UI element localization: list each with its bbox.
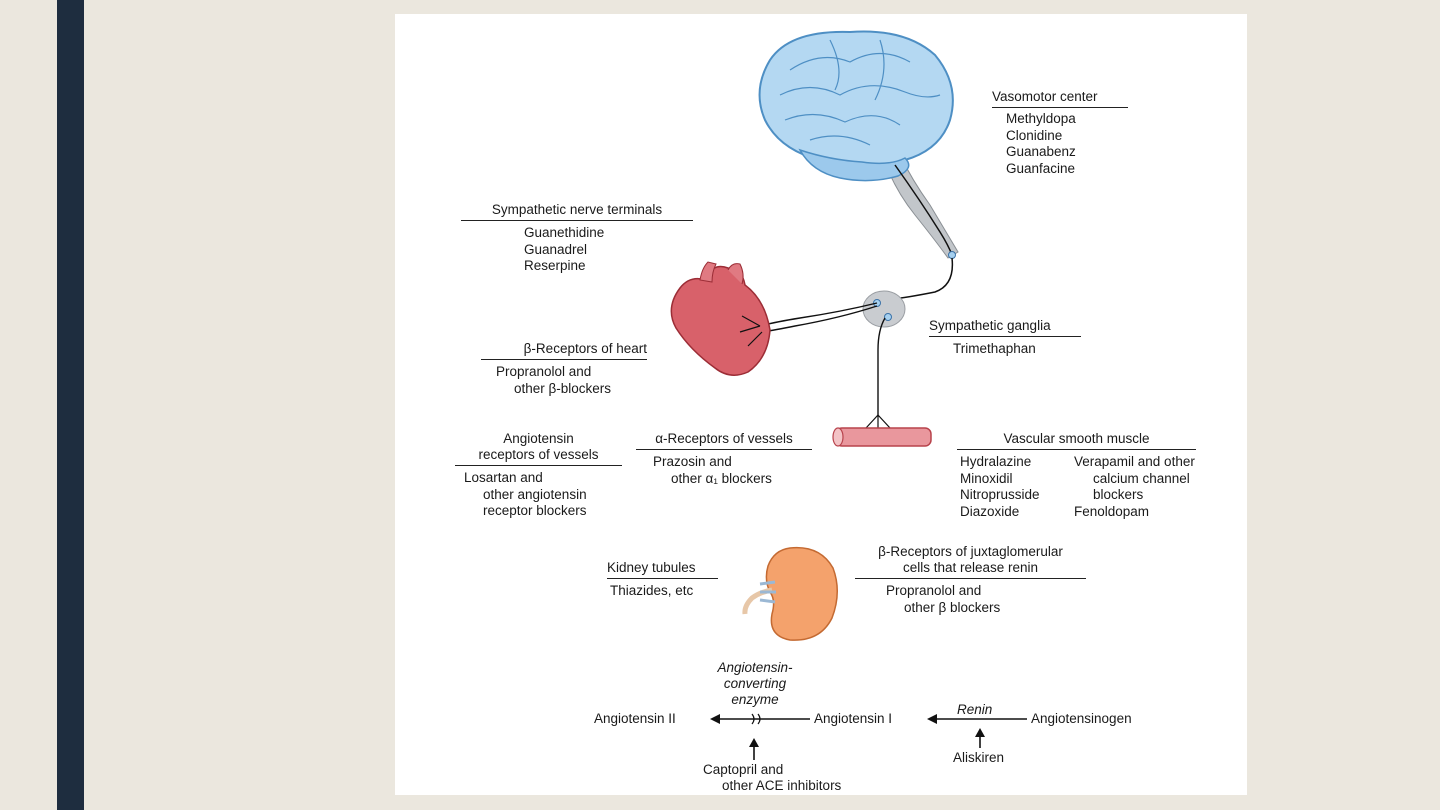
drug-guanfacine: Guanfacine: [1006, 160, 1076, 176]
ganglion-icon: [862, 290, 906, 328]
beta-heart-title: β-Receptors of heart: [481, 341, 647, 360]
drug-other-angiotensin: other angiotensin: [483, 486, 587, 502]
angiotensin-ii-label: Angiotensin II: [594, 711, 676, 726]
angiotensin-i-label: Angiotensin I: [814, 711, 893, 726]
sympathetic-terminals-group: Sympathetic nerve terminals Guanethidine…: [461, 202, 693, 275]
angiotensin-receptors-title-2: receptors of vessels: [455, 447, 622, 466]
drug-trimethaphan: Trimethaphan: [953, 341, 1036, 356]
synapse-icon: [948, 251, 956, 259]
heart-icon: [670, 261, 771, 376]
drug-hydralazine: Hydralazine: [960, 454, 1032, 469]
vasomotor-center-group: Vasomotor center Methyldopa Clonidine Gu…: [992, 89, 1128, 177]
drug-guanethidine: Guanethidine: [524, 225, 605, 240]
kidney-icon: [742, 546, 838, 641]
renin-label: Renin: [957, 702, 993, 717]
ace-label-line-3: enzyme: [731, 692, 779, 707]
angiotensin-receptors-title-1: Angiotensin: [503, 431, 574, 446]
drug-guanadrel: Guanadrel: [524, 241, 588, 257]
alpha-vessels-title: α-Receptors of vessels: [636, 431, 812, 450]
beta-heart-group: β-Receptors of heart Propranolol and oth…: [481, 341, 647, 397]
drug-beta-blockers-jg: other β blockers: [904, 599, 1001, 615]
drug-receptor-blockers: receptor blockers: [483, 503, 587, 518]
drug-ace-inhibitors: other ACE inhibitors: [722, 778, 842, 793]
sympathetic-ganglia-title: Sympathetic ganglia: [929, 318, 1081, 337]
angiotensin-receptors-group: Angiotensin receptors of vessels Losarta…: [455, 431, 622, 520]
blood-vessel-icon: [832, 427, 932, 447]
beta-jg-title-2: cells that release renin: [855, 560, 1086, 579]
drug-prazosin: Prazosin and: [653, 454, 732, 469]
drug-aliskiren: Aliskiren: [953, 750, 1005, 765]
drug-reserpine: Reserpine: [524, 258, 586, 273]
drug-nitroprusside: Nitroprusside: [960, 487, 1040, 502]
drug-propranolol-jg: Propranolol and: [886, 583, 982, 598]
drug-losartan: Losartan and: [464, 470, 543, 485]
drug-fenoldopam: Fenoldopam: [1074, 503, 1150, 519]
drug-clonidine: Clonidine: [1006, 127, 1063, 143]
drug-ccb-blockers: blockers: [1093, 487, 1144, 502]
raas-arrows: [710, 713, 1027, 760]
alpha-vessels-group: α-Receptors of vessels Prazosin and othe…: [636, 431, 812, 487]
ace-label-line-1: Angiotensin-: [717, 660, 793, 675]
drug-guanabenz: Guanabenz: [1006, 144, 1076, 159]
vasomotor-center-title: Vasomotor center: [992, 89, 1128, 108]
kidney-tubules-group: Kidney tubules Thiazides, etc: [607, 560, 718, 600]
kidney-tubules-title: Kidney tubules: [607, 560, 718, 579]
drug-minoxidil: Minoxidil: [960, 470, 1013, 486]
drug-diazoxide: Diazoxide: [960, 503, 1020, 519]
drug-captopril: Captopril and: [703, 762, 784, 777]
drug-beta-blockers-heart: other β-blockers: [514, 380, 612, 396]
drug-methyldopa: Methyldopa: [1006, 111, 1076, 126]
drug-thiazides: Thiazides, etc: [610, 583, 694, 598]
beta-jg-title-1: β-Receptors of juxtaglomerular: [878, 544, 1063, 559]
vascular-smooth-muscle-title: Vascular smooth muscle: [957, 431, 1196, 450]
brain-icon: [758, 30, 959, 259]
sympathetic-ganglia-group: Sympathetic ganglia Trimethaphan: [929, 318, 1081, 358]
angiotensinogen-label: Angiotensinogen: [1031, 711, 1132, 726]
drug-propranolol-heart: Propranolol and: [496, 364, 592, 379]
ace-label: Angiotensin- converting enzyme: [700, 660, 810, 708]
sympathetic-terminals-title: Sympathetic nerve terminals: [461, 202, 693, 221]
ace-inhibitors-label: Captopril and other ACE inhibitors: [703, 762, 841, 794]
drug-calcium-channel: calcium channel: [1093, 470, 1190, 486]
vascular-smooth-muscle-group: Vascular smooth muscle Hydralazine Minox…: [957, 431, 1196, 524]
drug-alpha1-blockers: other α₁ blockers: [671, 470, 772, 486]
drug-verapamil: Verapamil and other: [1074, 454, 1195, 469]
beta-jg-group: β-Receptors of juxtaglomerular cells tha…: [855, 544, 1086, 616]
ace-label-line-2: converting: [723, 676, 787, 691]
left-accent-bar: [57, 0, 84, 810]
